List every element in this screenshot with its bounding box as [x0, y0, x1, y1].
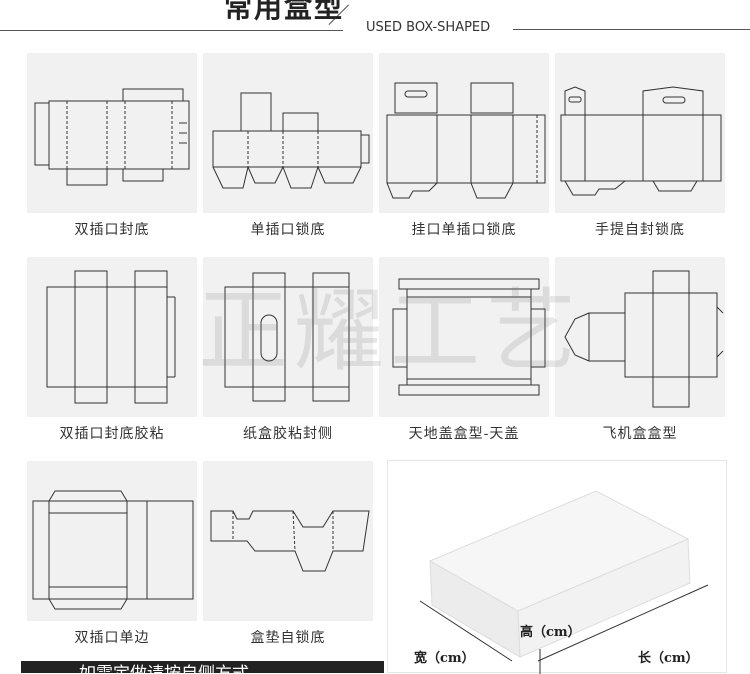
custom-order-banner: 如需定做请按自侧方式 [21, 661, 384, 673]
box-label: 双插口封底 [74, 222, 150, 238]
box-card: 飞机盒盒型 [555, 257, 725, 443]
header-rule-left [0, 30, 343, 31]
dieline-image [203, 257, 373, 417]
box-card: 纸盒胶粘封侧 [203, 257, 373, 443]
box-card: 双插口封底胶粘 [27, 257, 197, 443]
box-label: 盒垫自锁底 [250, 630, 326, 646]
height-label: 高（cm） [520, 625, 581, 640]
dieline-image [203, 53, 373, 213]
box-card: 双插口封底 [27, 53, 197, 239]
section-title: 常用盒型 [224, 0, 345, 24]
box-label: 纸盒胶粘封侧 [243, 426, 333, 442]
box-card: 双插口单边 [27, 461, 197, 647]
box-card: 单插口锁底 [203, 53, 373, 239]
width-label: 宽（cm） [414, 651, 475, 666]
box-label: 天地盖盒型-天盖 [408, 426, 520, 442]
box-card: 手提自封锁底 [555, 53, 725, 239]
box-label: 手提自封锁底 [595, 222, 685, 238]
box-label: 飞机盒盒型 [602, 426, 678, 442]
box-label: 单插口锁底 [250, 222, 326, 238]
box-label: 双插口封底胶粘 [59, 426, 165, 442]
section-subtitle: USED BOX-SHAPED [366, 20, 491, 35]
dieline-image [27, 53, 197, 213]
box-card: 天地盖盒型-天盖 [379, 257, 549, 443]
box-card: 盒垫自锁底 [203, 461, 373, 647]
length-label: 长（cm） [638, 651, 699, 666]
sample-box-photo: 高（cm） 宽（cm） 长（cm） [387, 460, 727, 674]
dieline-image [27, 257, 197, 417]
box-label: 挂口单插口锁底 [411, 222, 517, 238]
banner-text: 如需定做请按自侧方式 [79, 661, 249, 673]
box-card: 挂口单插口锁底 [379, 53, 549, 239]
box-label: 双插口单边 [74, 630, 150, 646]
dieline-image [27, 461, 197, 621]
dieline-image [379, 53, 549, 213]
dieline-image [379, 257, 549, 417]
section-header: 常用盒型 USED BOX-SHAPED [0, 0, 750, 50]
dieline-image [203, 461, 373, 621]
header-rule-right [513, 29, 750, 30]
dieline-image [555, 257, 725, 417]
dieline-image [555, 53, 725, 213]
